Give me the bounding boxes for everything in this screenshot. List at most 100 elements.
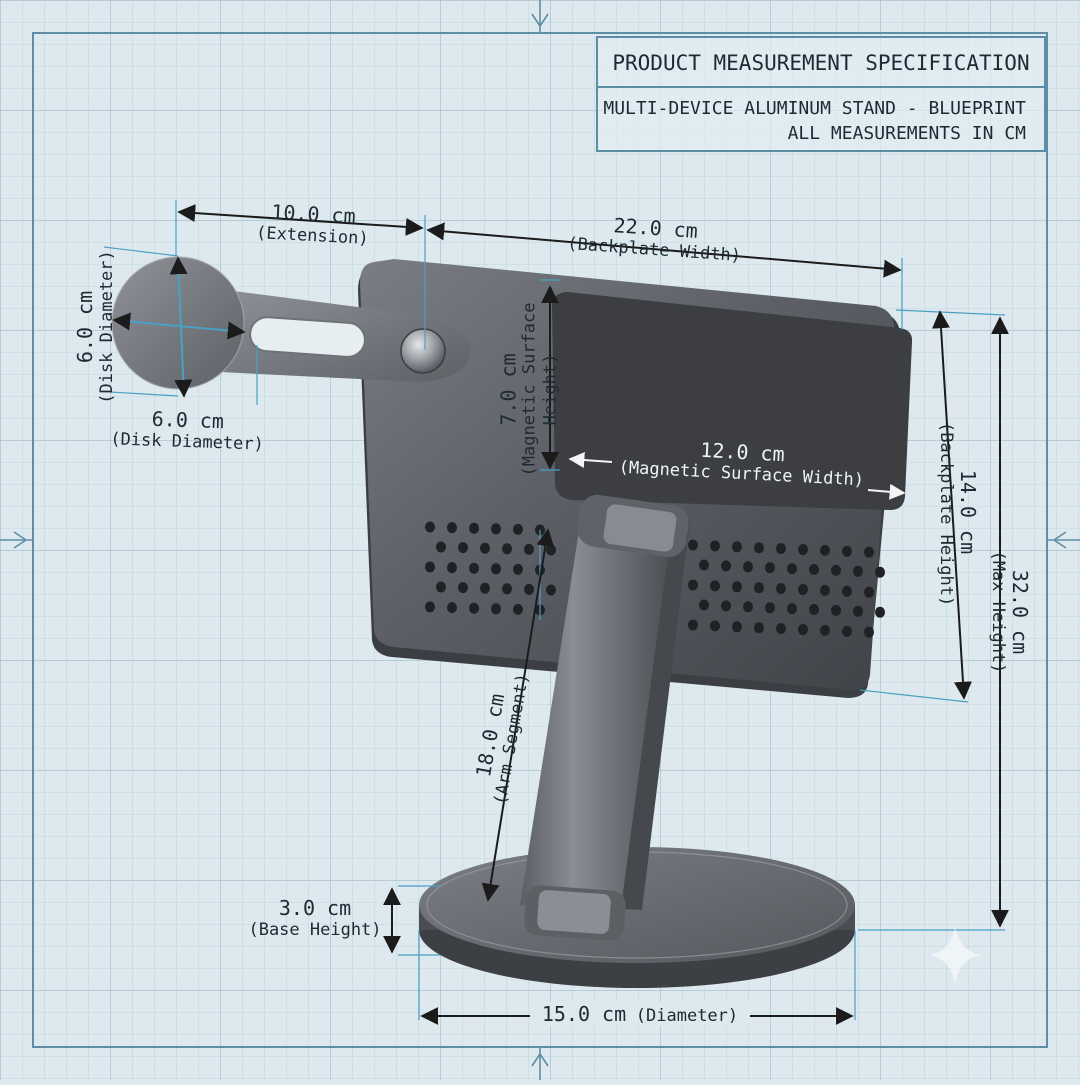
magnetic-height-value: 7.0 cm (496, 353, 521, 426)
vent-hole (502, 543, 512, 555)
vent-hole (425, 561, 435, 573)
base-diameter-caption: (Diameter) (635, 1006, 739, 1026)
vent-hole (820, 584, 830, 596)
extension-illustration (111, 256, 470, 390)
vent-hole (820, 544, 830, 556)
vent-hole (853, 605, 863, 617)
vent-hole (469, 602, 479, 614)
backplate-height-label: 14.0 cm (Backplate Height) (936, 422, 980, 607)
vent-hole (458, 542, 468, 554)
base-diameter-value: 15.0 cm (541, 1002, 627, 1026)
spec-subheading: MULTI-DEVICE ALUMINUM STAND - BLUEPRINT … (603, 96, 1026, 146)
title-block: PRODUCT MEASUREMENT SPECIFICATION MULTI-… (596, 36, 1046, 152)
vent-hole (732, 581, 742, 593)
vent-hole (754, 542, 764, 554)
vent-hole (765, 602, 775, 614)
magnetic-height-caption-1: (Magnetic Surface (519, 302, 540, 477)
vent-hole (842, 585, 852, 597)
vent-hole (436, 541, 446, 553)
vent-hole (447, 522, 457, 534)
vent-hole (699, 559, 709, 571)
vent-hole (491, 563, 501, 575)
vent-hole (688, 579, 698, 591)
vent-hole (776, 543, 786, 555)
base-height-value: 3.0 cm (278, 896, 352, 920)
vent-hole (469, 522, 479, 534)
vent-hole (831, 564, 841, 576)
vent-hole (831, 604, 841, 616)
vent-hole (732, 541, 742, 553)
vent-hole (480, 582, 490, 594)
vent-hole (798, 624, 808, 635)
vent-hole (710, 620, 720, 632)
vent-hole (699, 599, 709, 611)
vent-hole (425, 601, 435, 613)
vent-hole (809, 604, 819, 615)
vent-hole (864, 546, 874, 558)
base-height-label: 3.0 cm (Base Height) (240, 896, 390, 940)
max-height-label: 32.0 cm (Max Height) (988, 542, 1032, 682)
vent-hole (776, 583, 786, 595)
vent-hole (732, 621, 742, 633)
disk-diameter-vertical-value: 6.0 cm (73, 290, 97, 364)
base-height-caption: (Base Height) (248, 920, 382, 940)
vent-hole (721, 560, 731, 572)
base-diameter-label: 15.0 cm (Diameter) (530, 1002, 750, 1026)
vent-hole (688, 619, 698, 631)
extension-label: 10.0 cm (Extension) (247, 199, 379, 250)
max-height-value: 32.0 cm (1008, 569, 1032, 655)
vent-hole (688, 539, 698, 551)
vent-hole (469, 562, 479, 574)
vent-hole (842, 545, 852, 557)
vent-hole (798, 584, 808, 595)
backplate-height-caption: (Backplate Height) (936, 422, 956, 607)
vent-hole (809, 564, 819, 575)
max-height-caption: (Max Height) (988, 550, 1008, 674)
vent-hole (776, 623, 786, 635)
vent-hole (787, 563, 797, 575)
vent-hole (546, 544, 556, 556)
magnetic-height-label: 7.0 cm (Magnetic Surface Height) (496, 300, 562, 480)
vent-hole (710, 580, 720, 592)
vent-hole (743, 601, 753, 613)
vent-hole (787, 603, 797, 615)
backplate-height-value: 14.0 cm (956, 469, 980, 555)
vent-hole (447, 562, 457, 574)
vent-hole (853, 565, 863, 577)
vent-hole (513, 563, 523, 575)
disk-diameter-horizontal-label: 6.0 cm (Disk Diameter) (104, 405, 270, 455)
arm-illustration (520, 494, 690, 941)
vent-hole (820, 624, 830, 636)
disk-diameter-vertical-label: 6.0 cm (Disk Diameter) (73, 242, 117, 412)
magnetic-height-caption-2: Height) (540, 353, 561, 426)
disk-diameter-vertical-caption: (Disk Diameter) (97, 250, 117, 404)
spec-heading: PRODUCT MEASUREMENT SPECIFICATION (598, 38, 1044, 88)
vent-hole (546, 584, 556, 596)
vent-hole (480, 542, 490, 554)
vent-hole (513, 523, 523, 535)
vent-hole (491, 523, 501, 535)
vent-hole (864, 586, 874, 598)
vent-hole (842, 625, 852, 637)
magnetic-pad-illustration (552, 292, 913, 510)
vent-hole (798, 544, 808, 555)
sparkle-icon (930, 925, 980, 985)
vent-hole (743, 561, 753, 573)
vent-hole (447, 602, 457, 614)
disk-diameter-lines (112, 256, 246, 398)
spec-line-2: ALL MEASUREMENTS IN CM (787, 123, 1026, 144)
dimension-lines (177, 204, 1009, 1025)
vent-hole (875, 606, 885, 618)
vent-hole (754, 622, 764, 634)
vent-hole (425, 521, 435, 533)
vent-hole (710, 540, 720, 552)
vent-hole (491, 603, 501, 615)
vent-hole (524, 543, 534, 555)
vent-hole (458, 582, 468, 594)
vent-hole (513, 603, 523, 615)
vent-hole (875, 566, 885, 578)
vent-hole (436, 581, 446, 593)
vent-hole (502, 583, 512, 595)
